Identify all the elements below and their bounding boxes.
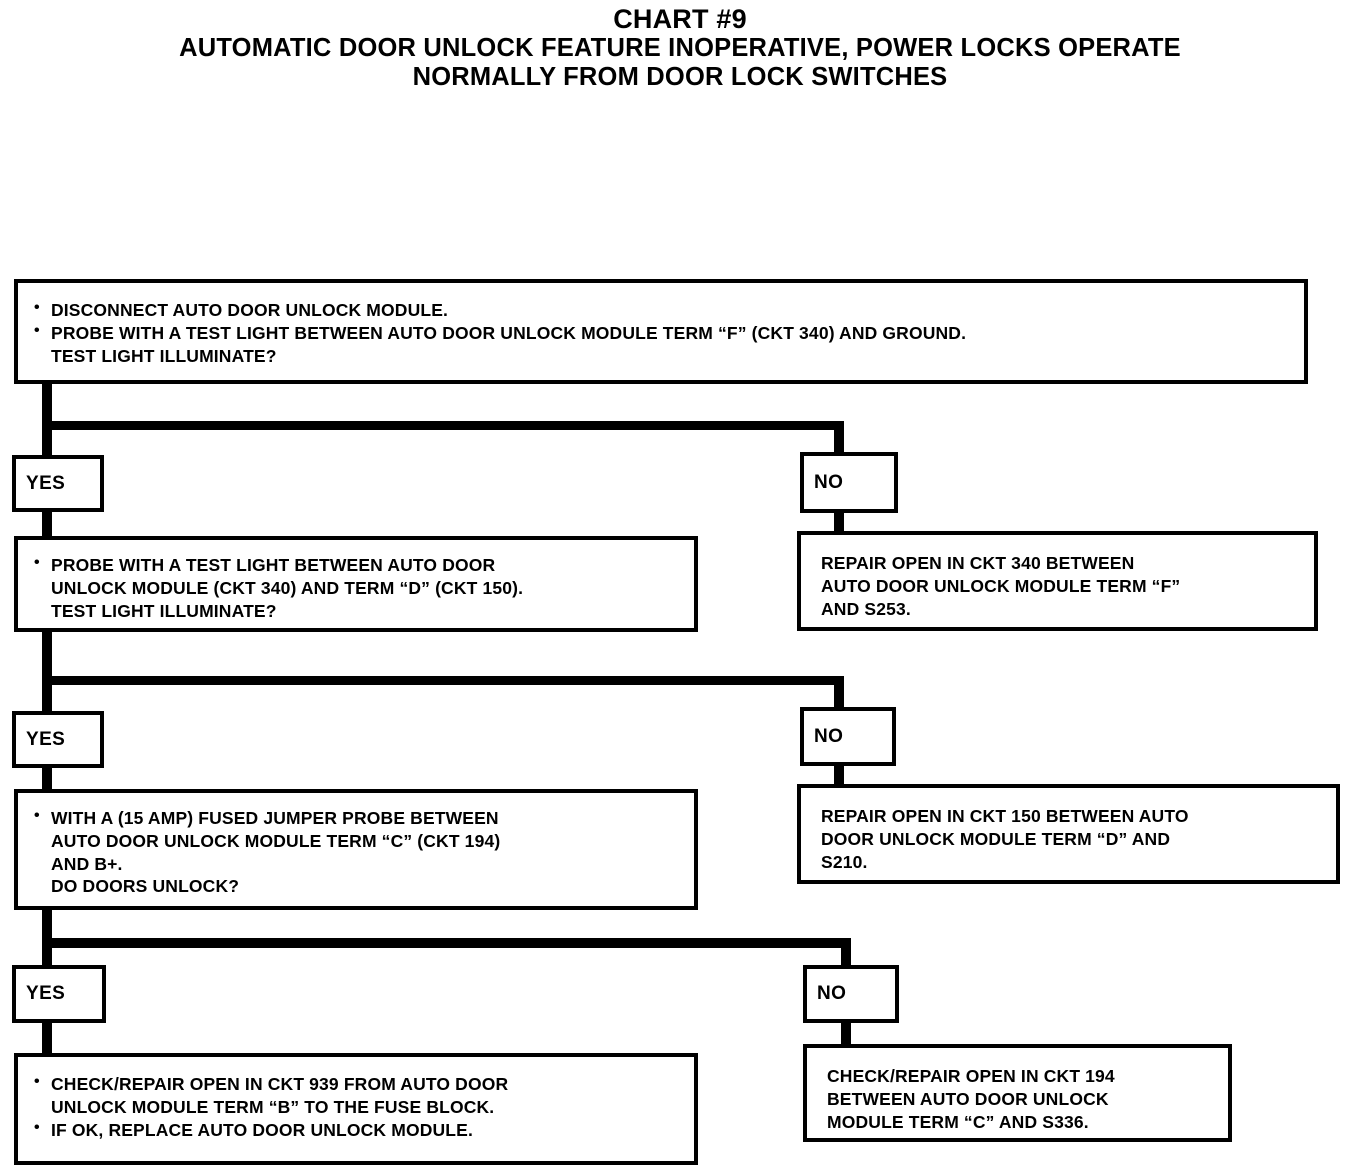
connector-step3-branch [42,938,850,948]
node-step3-no-result-text: CHECK/REPAIR OPEN IN CKT 194 BETWEEN AUT… [827,1066,1115,1132]
label-yes-step1-text: YES [26,472,66,494]
node-step1-bullet-1: DISCONNECT AUTO DOOR UNLOCK MODULE. [34,298,1290,322]
label-no-step3-text: NO [817,983,847,1004]
label-no-step3: NO [803,965,899,1023]
connector-step3-stem [42,908,52,956]
node-step3-bullet-1: WITH A (15 AMP) FUSED JUMPER PROBE BETWE… [34,806,684,898]
connector-yes3-to-box [42,1021,52,1053]
node-step3-no-result: CHECK/REPAIR OPEN IN CKT 194 BETWEEN AUT… [803,1044,1232,1142]
connector-step3-no-drop [841,938,851,968]
label-no-step1-text: NO [814,471,844,493]
node-step3-text: WITH A (15 AMP) FUSED JUMPER PROBE BETWE… [34,806,684,898]
connector-yes2-to-step3 [42,762,52,794]
node-step1: DISCONNECT AUTO DOOR UNLOCK MODULE. PROB… [14,279,1308,384]
node-step3-yes-result-text: CHECK/REPAIR OPEN IN CKT 939 FROM AUTO D… [34,1072,684,1142]
node-step1-bullet-2: PROBE WITH A TEST LIGHT BETWEEN AUTO DOO… [34,321,1290,368]
connector-step2-yes-drop [42,676,52,714]
node-step1-no-result-text: REPAIR OPEN IN CKT 340 BETWEEN AUTO DOOR… [821,553,1181,619]
chart-title-line-1: CHART #9 [613,4,747,34]
connector-step2-branch [42,676,843,685]
node-step2: PROBE WITH A TEST LIGHT BETWEEN AUTO DOO… [14,536,698,632]
label-yes-step1: YES [12,455,104,512]
chart-title-line-2: AUTOMATIC DOOR UNLOCK FEATURE INOPERATIV… [179,34,1181,63]
node-step2-no-result-text: REPAIR OPEN IN CKT 150 BETWEEN AUTO DOOR… [821,806,1189,872]
node-step3-yes-result: CHECK/REPAIR OPEN IN CKT 939 FROM AUTO D… [14,1053,698,1165]
node-step2-bullet-1: PROBE WITH A TEST LIGHT BETWEEN AUTO DOO… [34,553,684,622]
connector-yes1-to-step2 [42,508,52,541]
node-step3-yes-bullet-2: IF OK, REPLACE AUTO DOOR UNLOCK MODULE. [34,1118,684,1142]
connector-step1-branch [42,421,843,430]
label-no-step2-text: NO [814,725,844,747]
label-yes-step3-text: YES [26,983,66,1004]
connector-no2-to-box [834,762,844,788]
connector-step2-stem [42,630,52,685]
label-no-step1: NO [800,452,898,513]
connector-step1-yes-drop [42,421,52,459]
node-step2-text: PROBE WITH A TEST LIGHT BETWEEN AUTO DOO… [34,553,684,622]
chart-title-line-3: NORMALLY FROM DOOR LOCK SWITCHES [412,62,948,91]
label-yes-step3: YES [12,965,106,1023]
connector-step2-no-drop [834,676,844,711]
label-yes-step2-text: YES [26,728,66,750]
node-step1-no-result: REPAIR OPEN IN CKT 340 BETWEEN AUTO DOOR… [797,531,1318,631]
label-no-step2: NO [800,707,896,766]
node-step3: WITH A (15 AMP) FUSED JUMPER PROBE BETWE… [14,789,698,910]
node-step3-yes-bullet-1: CHECK/REPAIR OPEN IN CKT 939 FROM AUTO D… [34,1072,684,1119]
connector-step1-no-drop [834,421,844,456]
connector-no3-to-box [841,1021,851,1046]
connector-step1-stem [42,382,52,430]
label-yes-step2: YES [12,711,104,768]
chart-title-block: CHART #9 AUTOMATIC DOOR UNLOCK FEATURE I… [0,4,1360,91]
connector-step3-yes-drop [42,938,52,970]
node-step2-no-result: REPAIR OPEN IN CKT 150 BETWEEN AUTO DOOR… [797,784,1340,884]
connector-no1-to-box [834,508,844,535]
node-step1-text: DISCONNECT AUTO DOOR UNLOCK MODULE. PROB… [34,298,1290,368]
